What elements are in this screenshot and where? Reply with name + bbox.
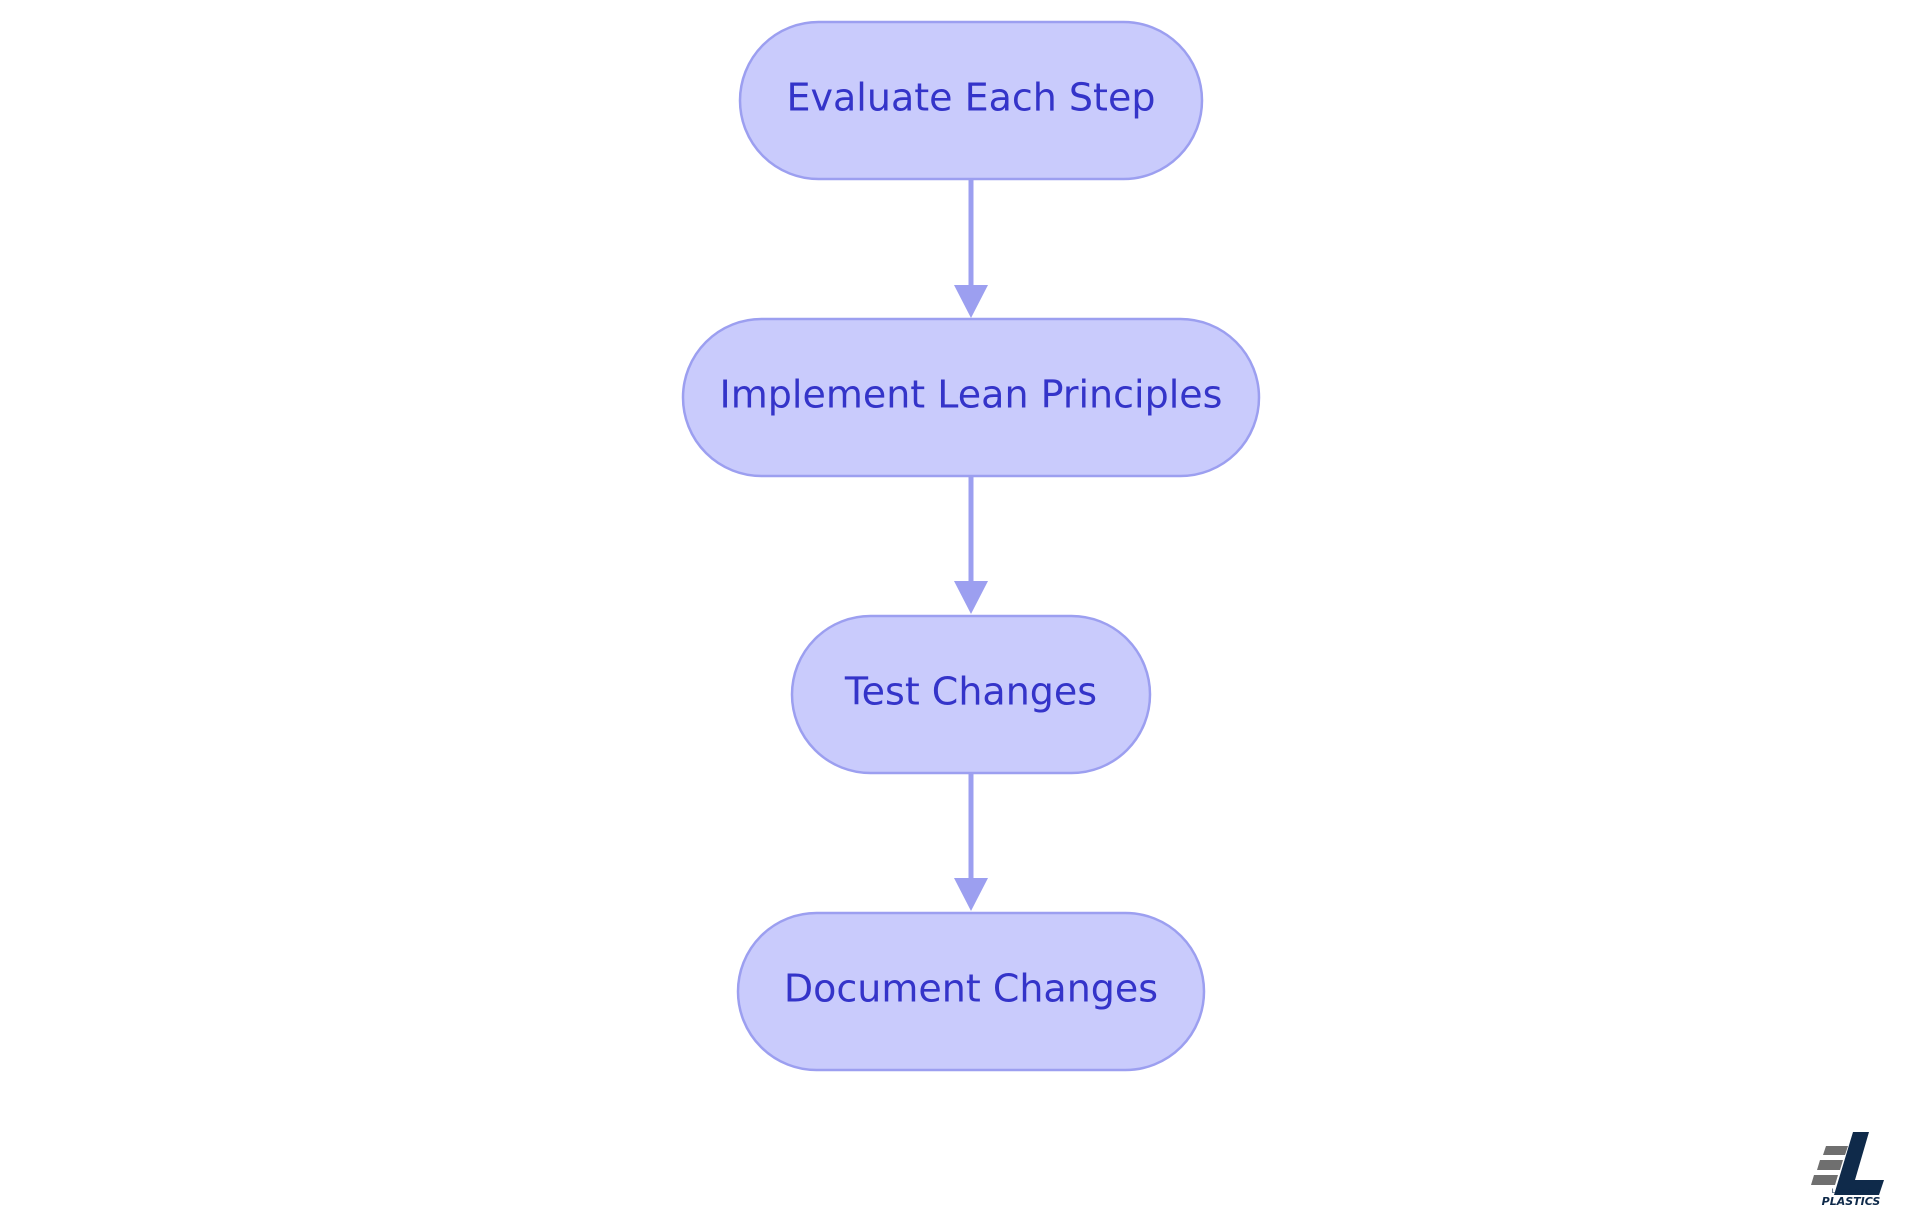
- node-evaluate-each-step: Evaluate Each Step: [738, 20, 1204, 181]
- node-label: Implement Lean Principles: [720, 373, 1223, 417]
- lincoln-plastics-logo: LINCOLN PLASTICS: [1811, 1132, 1884, 1208]
- node-implement-lean-principles: Implement Lean Principles: [681, 317, 1261, 478]
- node-label: Evaluate Each Step: [787, 76, 1156, 120]
- arrowhead-icon: [954, 581, 988, 614]
- edge-evaluate-to-implement: [954, 180, 988, 318]
- node-label: Document Changes: [784, 967, 1158, 1011]
- edge-implement-to-test: [954, 476, 988, 614]
- arrowhead-icon: [954, 878, 988, 911]
- edge-test-to-document: [954, 773, 988, 911]
- arrowhead-icon: [954, 285, 988, 318]
- logo-line2: PLASTICS: [1822, 1195, 1881, 1208]
- node-label: Test Changes: [844, 670, 1097, 714]
- node-test-changes: Test Changes: [790, 614, 1152, 775]
- logo-line1: LINCOLN: [1832, 1187, 1875, 1195]
- lincoln-plastics-logo-icon: [1811, 1132, 1884, 1195]
- node-document-changes: Document Changes: [736, 911, 1206, 1072]
